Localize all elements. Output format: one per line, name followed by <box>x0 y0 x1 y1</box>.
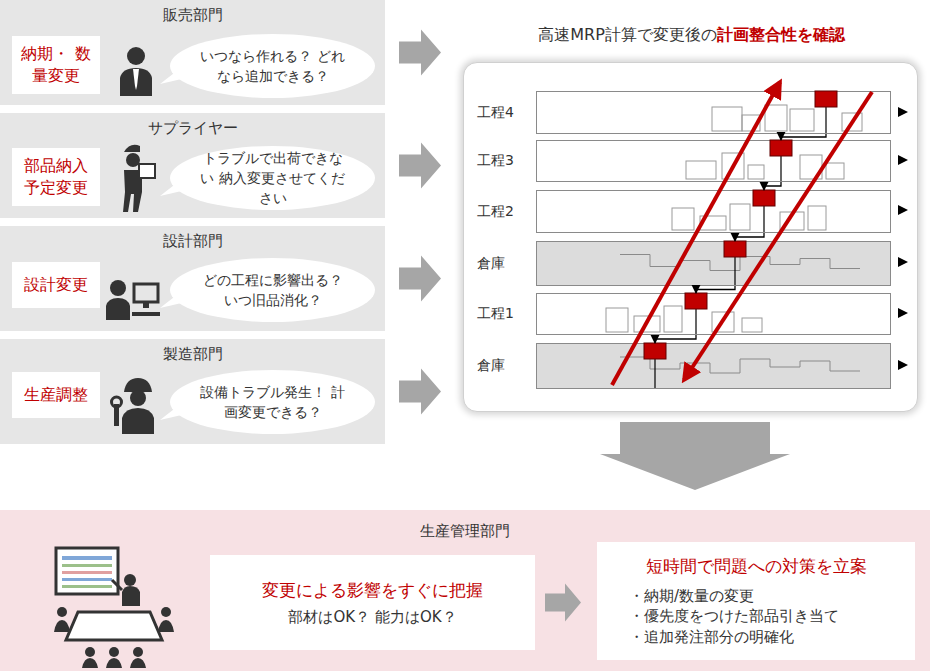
order-square <box>753 190 775 206</box>
flow-arrow <box>696 286 735 293</box>
countermeasure-box: 短時間で問題への対策を立案・納期/数量の変更・優先度をつけた部品引き当て・追加発… <box>597 542 915 660</box>
load-bar <box>742 115 760 131</box>
load-bar <box>826 163 844 179</box>
bubble-shape <box>170 258 375 322</box>
text-holder: 販売部門 <box>0 6 385 25</box>
stock-line <box>620 357 860 373</box>
production-control-band: 生産管理部門変更による影響をすぐに把握部材はOK？ 能力はOK？ 短時間で問題への… <box>0 510 930 671</box>
load-bar <box>634 316 660 332</box>
load-bar <box>800 155 822 179</box>
text-holder: 工程3 <box>477 141 531 181</box>
flow-arrow <box>735 233 764 241</box>
speech-bubble: いつなら作れる？ どれなら追加できる？ <box>170 34 375 98</box>
process-row: 工程1 <box>536 293 891 335</box>
process-row: 工程2 <box>536 190 891 233</box>
speech-bubble: どの工程に影響出る？ いつ旧品消化？ <box>170 258 375 322</box>
impact-box: 変更による影響をすぐに把握部材はOK？ 能力はOK？ <box>210 555 535 650</box>
load-bar <box>664 306 682 332</box>
person-icon <box>106 47 160 434</box>
flow-stub <box>763 206 764 232</box>
block-arrow <box>545 584 581 622</box>
load-bar <box>672 208 694 230</box>
time-axis-arrow <box>898 107 908 370</box>
load-bar <box>742 318 762 332</box>
meeting-icon <box>54 548 174 668</box>
block-arrow <box>399 369 441 415</box>
flow-stub <box>654 359 655 388</box>
stock-line <box>620 255 860 271</box>
bubble-shape <box>170 370 375 434</box>
load-bar <box>712 107 742 131</box>
mrp-chart-panel: 高速MRP計算で変更後の計画整合性を確認工程4工程3工程2倉庫工程1倉庫 <box>463 62 918 412</box>
department-panel: サプライヤー部品納入 予定変更 トラブルで出荷できない 納入変更させてください <box>0 113 385 218</box>
flow-arrow <box>764 182 781 190</box>
load-bar <box>790 109 814 131</box>
flow-stub <box>734 257 735 285</box>
bubble-tail <box>160 70 186 420</box>
text-holder: サプライヤー <box>0 119 385 138</box>
load-bar <box>686 161 716 179</box>
block-arrow <box>399 256 441 302</box>
change-box: 納期・ 数量変更 <box>12 36 100 94</box>
forward-arrow <box>612 82 780 385</box>
change-box: 設計変更 <box>12 262 100 308</box>
order-square <box>815 91 837 107</box>
load-bar <box>808 206 826 230</box>
load-bar <box>780 212 804 230</box>
speech-bubble: 設備トラブル発生！ 計画変更できる？ <box>170 370 375 434</box>
flow-stub <box>695 309 696 334</box>
department-panel: 販売部門納期・ 数量変更 いつなら作れる？ どれなら追加できる？ <box>0 0 385 105</box>
block-arrow-down <box>600 422 790 490</box>
text-holder: 高速MRP計算で変更後の計画整合性を確認 <box>444 25 930 46</box>
flow-stub <box>825 107 826 133</box>
department-panel: 製造部門生産調整 設備トラブル発生！ 計画変更できる？ <box>0 339 385 444</box>
text-holder: 工程2 <box>477 191 531 232</box>
text-holder: 工程4 <box>477 92 531 133</box>
order-square <box>644 343 666 359</box>
order-square <box>685 293 707 309</box>
warehouse-row: 倉庫 <box>536 241 891 286</box>
speech-bubble: トラブルで出荷できない 納入変更させてください <box>170 146 375 210</box>
text-holder: 製造部門 <box>0 345 385 364</box>
flow-arrow <box>655 335 696 343</box>
load-bar <box>730 204 750 230</box>
process-row: 工程4 <box>536 91 891 134</box>
load-bar <box>700 216 726 230</box>
bubble-shape <box>170 34 375 98</box>
backward-arrow <box>684 92 872 380</box>
order-square <box>770 140 792 156</box>
warehouse-row: 倉庫 <box>536 343 891 389</box>
text-holder: 工程1 <box>477 294 531 334</box>
department-panel: 設計部門設計変更 どの工程に影響出る？ いつ旧品消化？ <box>0 226 385 331</box>
block-arrow <box>399 143 441 189</box>
load-bars <box>606 91 862 388</box>
text-holder: 生産管理部門 <box>0 522 930 541</box>
load-bar <box>842 113 862 131</box>
text-holder: 設計部門 <box>0 232 385 251</box>
load-bar <box>765 105 787 131</box>
load-bar <box>606 308 628 332</box>
flow-stub <box>780 156 781 181</box>
flow-arrow <box>781 134 826 140</box>
block-arrow <box>399 30 441 76</box>
process-row: 工程3 <box>536 140 891 182</box>
load-bar <box>748 165 764 179</box>
load-bar <box>712 312 734 332</box>
text-holder: 倉庫 <box>477 242 531 285</box>
text-holder: 倉庫 <box>477 344 531 388</box>
change-box: 部品納入 予定変更 <box>12 148 100 206</box>
order-square <box>724 241 746 257</box>
change-box: 生産調整 <box>12 372 100 418</box>
load-bar <box>722 153 744 179</box>
